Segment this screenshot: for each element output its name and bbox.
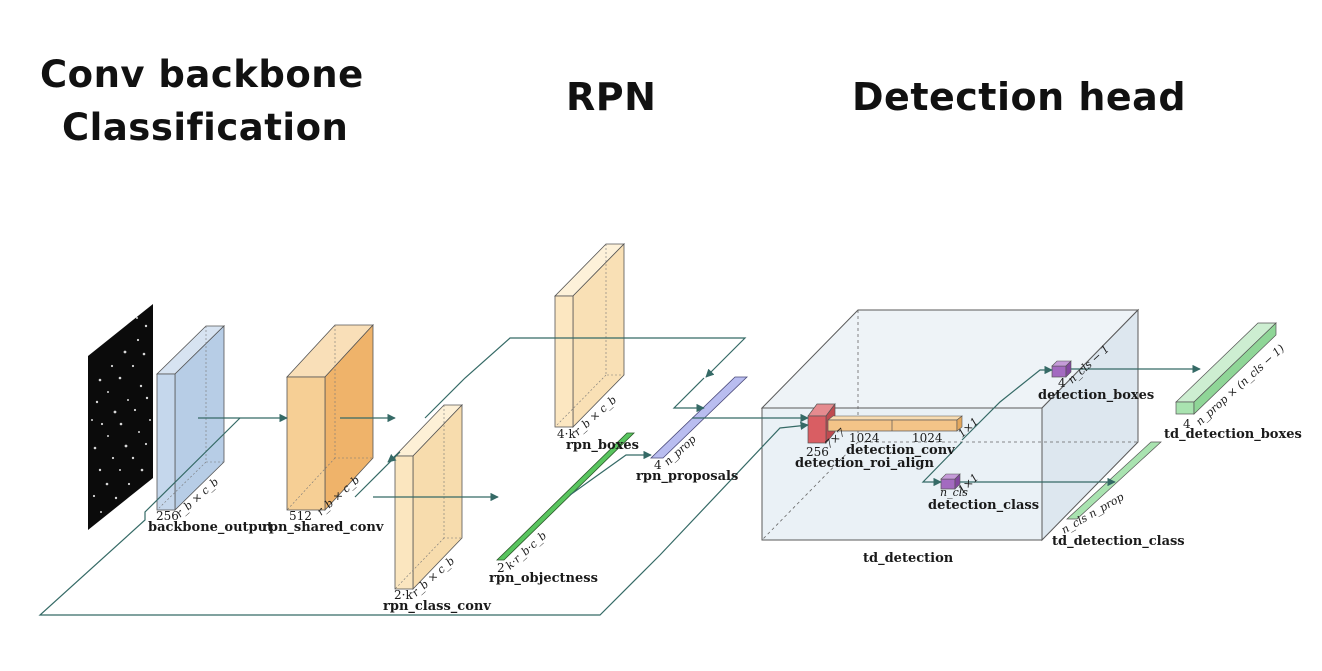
td-detection-class-label: td_detection_class <box>1052 534 1185 549</box>
detection-class-block <box>940 473 961 490</box>
conv-backbone-heading: Conv backbone Classification <box>40 56 364 146</box>
arrow-rpn-boxes-return <box>672 377 705 413</box>
detection-head-heading: Detection head <box>852 75 1187 119</box>
td-detection-boxes-label: td_detection_boxes <box>1164 427 1302 442</box>
detection-conv-bar <box>827 415 963 432</box>
detection-conv-depth-a: 1024 <box>849 431 880 445</box>
detection-class-depth: n_cls <box>940 486 968 499</box>
detection-conv-depth-b: 1024 <box>912 431 943 445</box>
detection-boxes-block <box>1051 360 1072 378</box>
rpn-boxes-block <box>554 243 625 428</box>
arrow-class-conv-loop <box>354 451 401 498</box>
connection-arrows <box>38 337 1201 616</box>
rpn-class-conv-label: rpn_class_conv <box>383 599 491 614</box>
rpn-boxes-depth: 4·k <box>557 427 576 441</box>
detection-conv-label: detection_conv <box>846 443 955 458</box>
td-detection-label: td_detection <box>863 551 954 566</box>
td-detection-boxes-bar <box>1175 322 1277 415</box>
rpn-proposals-depth: 4 <box>654 458 662 472</box>
input-image <box>88 304 153 530</box>
detection-roi-align-depth: 256 <box>806 445 829 459</box>
rpn-class-conv-depth: 2·k <box>394 588 413 602</box>
rpn-shared-conv-label: rpn_shared_conv <box>262 520 384 535</box>
arrow-backbone-bottom-loop <box>38 417 809 616</box>
detection-boxes-label: detection_boxes <box>1038 388 1154 403</box>
arrow-conv-to-class <box>921 441 963 487</box>
td-detection-box <box>760 308 1140 542</box>
td-detection-boxes-depth: 4 <box>1183 417 1191 431</box>
conv-backbone-title: Conv backbone <box>40 53 364 96</box>
backbone-output-label: backbone_output <box>148 520 273 535</box>
arrow-shared-conv-to-rpn-boxes <box>424 337 747 419</box>
detection-boxes-depth: 4 <box>1058 376 1066 390</box>
rpn-heading: RPN <box>566 75 657 119</box>
rpn-proposals-label: rpn_proposals <box>636 469 738 484</box>
arrow-objectness-to-proposals <box>569 450 652 496</box>
detection-roi-align-label: detection_roi_align <box>795 456 934 471</box>
rpn-shared-conv-depth: 512 <box>289 509 312 523</box>
rpn-objectness-bar <box>496 432 635 561</box>
classification-title: Classification <box>62 106 349 149</box>
rpn-boxes-label: rpn_boxes <box>566 438 639 453</box>
rpn-objectness-label: rpn_objectness <box>489 571 598 586</box>
detection-class-label: detection_class <box>928 498 1039 513</box>
rpn-objectness-depth: 2 <box>497 561 505 575</box>
backbone-output-depth: 256 <box>156 509 179 523</box>
arrow-conv-to-boxes <box>961 365 1053 441</box>
